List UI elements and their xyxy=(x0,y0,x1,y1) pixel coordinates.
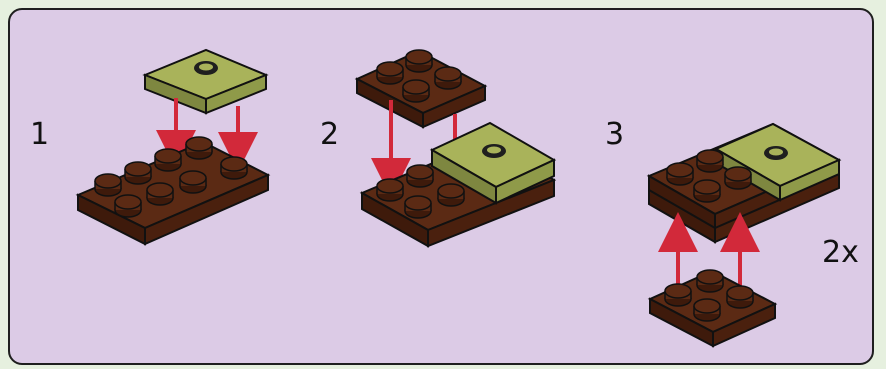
step-number-1: 1 xyxy=(30,117,50,152)
step-number-2: 2 xyxy=(320,117,340,152)
assembled-stack xyxy=(646,122,842,244)
quantity-multiplier: 2x xyxy=(822,235,859,270)
assembly-illustration xyxy=(75,48,842,348)
step-3-illustration xyxy=(646,122,842,348)
brown-plate-2x2-hovering xyxy=(354,49,488,129)
brown-plate-2x4 xyxy=(75,136,271,246)
brown-plate-2x2-bottom xyxy=(647,269,778,348)
step-2-illustration xyxy=(354,49,557,248)
step-number-3: 3 xyxy=(605,117,625,152)
step-1-illustration xyxy=(75,48,271,246)
olive-tile-piece xyxy=(142,48,269,115)
instruction-panel: 1 2 3 2x xyxy=(8,8,874,365)
brown-plate-with-olive-tile xyxy=(359,121,557,248)
